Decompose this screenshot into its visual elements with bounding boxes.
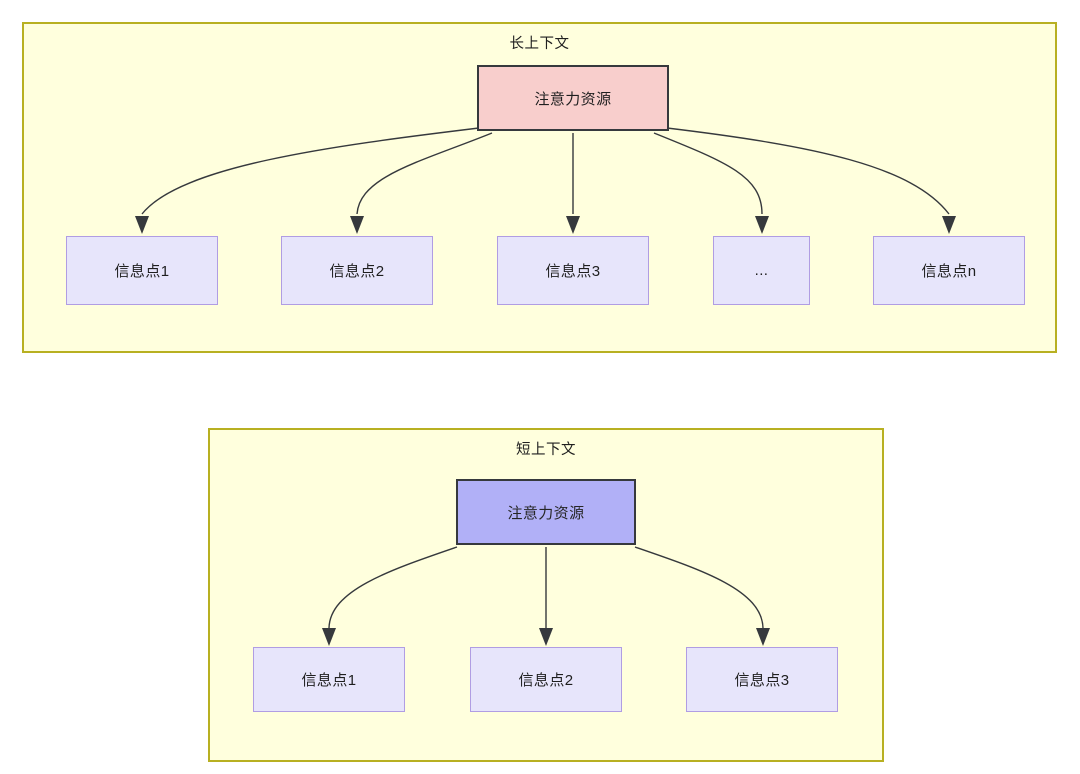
short-context-info-label-3: 信息点3 <box>734 672 790 689</box>
long-context-info-node-1[interactable]: 信息点1 <box>66 236 218 305</box>
long-context-info-node-2[interactable]: 信息点2 <box>281 236 433 305</box>
long-context-info-label-3: 信息点3 <box>545 263 601 280</box>
short-context-group-title: 短上下文 <box>516 442 576 458</box>
short-context-info-node-1[interactable]: 信息点1 <box>253 647 405 712</box>
long-context-info-node-n[interactable]: 信息点n <box>873 236 1025 305</box>
long-context-info-node-3[interactable]: 信息点3 <box>497 236 649 305</box>
long-context-attention-label: 注意力资源 <box>534 90 612 108</box>
short-context-info-node-3[interactable]: 信息点3 <box>686 647 838 712</box>
long-context-attention-node[interactable]: 注意力资源 <box>477 65 669 131</box>
long-context-info-label-1: 信息点1 <box>114 263 170 280</box>
long-context-info-label-ellipsis: ... <box>754 262 769 279</box>
short-context-attention-node[interactable]: 注意力资源 <box>456 479 636 545</box>
long-context-info-node-ellipsis[interactable]: ... <box>713 236 810 305</box>
long-context-info-label-n: 信息点n <box>921 263 977 280</box>
short-context-info-label-1: 信息点1 <box>301 672 357 689</box>
short-context-info-label-2: 信息点2 <box>518 672 574 689</box>
long-context-info-label-2: 信息点2 <box>329 263 385 280</box>
long-context-group-title: 长上下文 <box>509 36 570 52</box>
short-context-info-node-2[interactable]: 信息点2 <box>470 647 622 712</box>
short-context-attention-label: 注意力资源 <box>507 504 585 522</box>
